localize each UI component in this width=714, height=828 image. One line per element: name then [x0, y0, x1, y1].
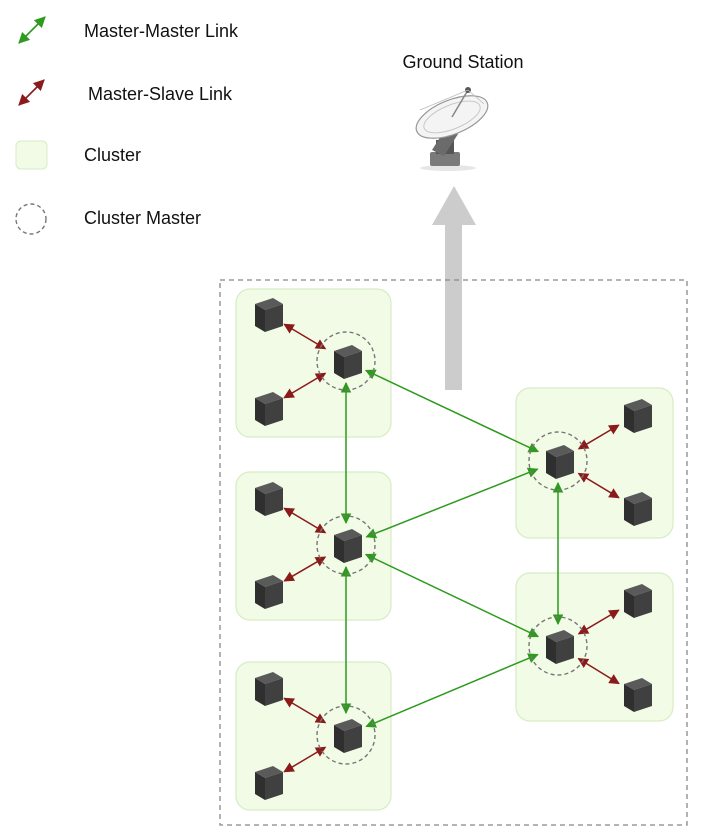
slave-node-D-1	[624, 399, 652, 433]
master-links-layer	[340, 369, 564, 728]
ground-station-label: Ground Station	[402, 52, 523, 72]
master-link-A-D	[364, 369, 540, 453]
slave-node-C-1	[255, 672, 283, 706]
legend-cluster-master-label: Cluster Master	[84, 208, 201, 228]
slave-node-C-2	[255, 766, 283, 800]
slave-links-layer	[283, 323, 620, 773]
slave-node-D-2	[624, 492, 652, 526]
slave-node-B-1	[255, 482, 283, 516]
legend-cluster-master-icon	[15, 203, 47, 235]
slave-link-B-2	[283, 556, 327, 582]
legend-master-master-icon	[18, 16, 46, 44]
legend-cluster-label: Cluster	[84, 145, 141, 165]
slave-link-C-1	[283, 697, 327, 724]
slave-node-E-2	[624, 678, 652, 712]
master-node-B	[334, 529, 362, 563]
master-node-A	[334, 345, 362, 379]
slave-link-A-1	[283, 323, 327, 350]
master-node-C	[334, 719, 362, 753]
cluster-master-ring-A	[316, 331, 376, 391]
slave-link-E-1	[577, 609, 620, 635]
slave-node-A-1	[255, 298, 283, 332]
slave-link-D-2	[577, 472, 620, 499]
legend-master-slave-label: Master-Slave Link	[88, 84, 233, 104]
slave-link-B-1	[283, 507, 327, 534]
master-link-B-E	[364, 553, 540, 638]
satellite-dish-icon	[415, 87, 489, 171]
master-link-B-D	[365, 467, 539, 539]
nodes-layer	[255, 298, 652, 800]
legend-master-slave-icon	[18, 79, 45, 106]
master-node-E	[546, 630, 574, 664]
slave-node-A-2	[255, 392, 283, 426]
network-boundary	[219, 279, 688, 826]
cluster-master-ring-B	[316, 515, 376, 575]
slave-link-C-2	[283, 746, 327, 773]
slave-link-A-2	[283, 372, 327, 399]
slave-node-B-2	[255, 575, 283, 609]
master-link-C-E	[365, 653, 539, 728]
master-node-D	[546, 445, 574, 479]
slave-link-E-2	[577, 657, 620, 685]
cluster-master-ring-E	[528, 616, 588, 676]
cluster-master-ring-C	[316, 705, 376, 765]
cluster-master-ring-D	[528, 431, 588, 491]
legend-master-master-label: Master-Master Link	[84, 21, 239, 41]
legend: Master-Master Link Master-Slave Link Clu…	[15, 16, 239, 235]
uplink-arrow	[432, 186, 476, 390]
legend-cluster-icon	[15, 140, 48, 170]
slave-node-E-1	[624, 584, 652, 618]
slave-link-D-1	[577, 424, 620, 450]
